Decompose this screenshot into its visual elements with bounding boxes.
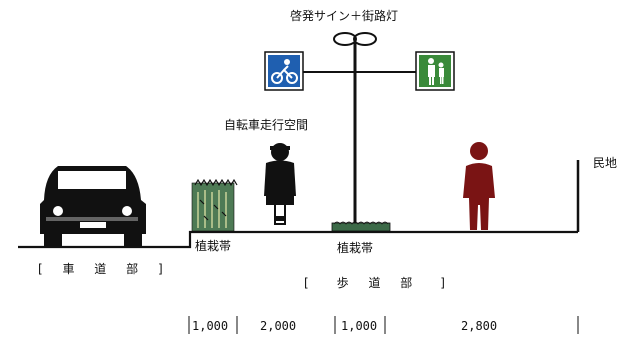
low-planting — [331, 221, 391, 232]
planting-right-label: 植栽帯 — [337, 241, 374, 255]
bicycle-sign-icon — [264, 51, 304, 91]
car-icon — [40, 166, 146, 248]
cyclist-icon — [264, 143, 296, 225]
roadway-label: [ 車 道 部 ] — [38, 262, 171, 276]
dimension-3: 1,000 — [341, 319, 378, 333]
sidewalk-label: [ 歩 道 部 ] — [304, 276, 453, 290]
planting-left-label: 植栽帯 — [195, 239, 232, 253]
dimension-1: 1,000 — [192, 319, 229, 333]
private-land-label: 民地 — [593, 156, 618, 170]
bicycle-space-label: 自転車走行空間 — [224, 118, 309, 132]
pedestrian-icon — [463, 142, 495, 230]
shrub-icon — [191, 178, 238, 232]
ground-line — [18, 230, 578, 249]
pedestrian-sign-icon — [415, 51, 455, 91]
dimension-ticks — [188, 316, 579, 334]
dimension-2: 2,000 — [260, 319, 297, 333]
title-label: 啓発サイン＋街路灯 — [290, 9, 399, 23]
street-lamp-icon — [290, 32, 418, 223]
dimension-4: 2,800 — [461, 319, 498, 333]
